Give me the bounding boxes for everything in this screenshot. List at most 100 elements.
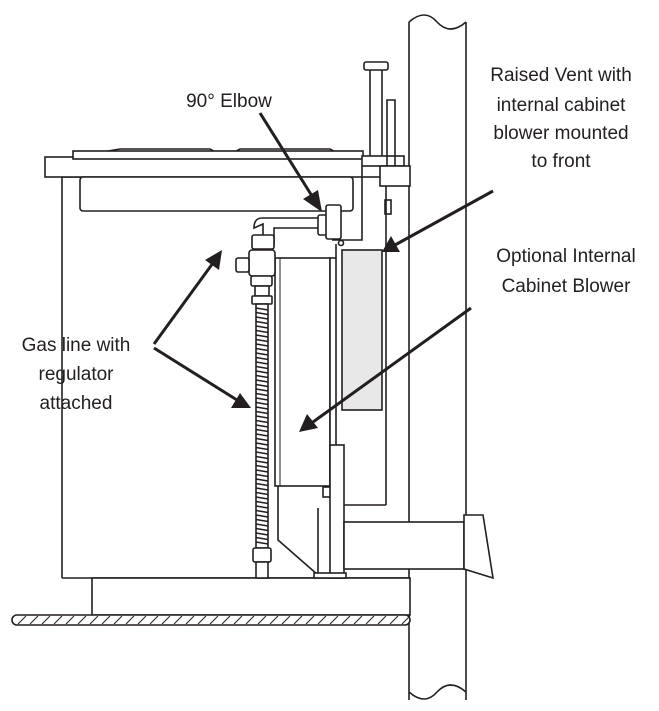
hatch-line: [137, 615, 147, 625]
raised-vent: [361, 61, 411, 215]
wall-post: [408, 14, 467, 700]
hatch-line: [281, 615, 291, 625]
hatch-line: [185, 615, 195, 625]
hatch-line: [77, 615, 87, 625]
hose-rib: [255, 428, 269, 433]
hose-rib: [255, 352, 269, 356]
hatch-line: [221, 615, 231, 625]
hose-rib: [255, 307, 269, 311]
hose-rib: [255, 541, 269, 545]
hatch-line: [317, 615, 327, 625]
hatch-line: [305, 615, 315, 625]
hose-rib: [255, 392, 269, 397]
hose-rib: [255, 361, 269, 365]
hose-rib: [255, 356, 269, 361]
hose-rib: [255, 455, 269, 460]
hose-rib: [255, 518, 269, 523]
hose-rib: [255, 433, 269, 437]
label-internal-blower: Optional Internal Cabinet Blower: [496, 246, 635, 297]
raised-vent-line-3: blower mounted: [493, 123, 628, 144]
hose-rib: [255, 523, 269, 527]
hose-rib: [255, 370, 269, 374]
hose-rib: [255, 487, 269, 491]
hose-rib: [255, 383, 269, 388]
hatch-line: [233, 615, 243, 625]
hose-rib: [255, 397, 269, 401]
hose-rib: [255, 388, 269, 392]
hose-rib: [255, 491, 269, 496]
hatch-line: [377, 615, 387, 625]
elbow-label: 90° Elbow: [186, 91, 272, 112]
hatch-line: [125, 615, 135, 625]
arrow-raised-vent: [394, 189, 494, 247]
arrow-gas-line-upper: [152, 262, 215, 345]
hatch-line: [29, 615, 39, 625]
hose-rib: [255, 446, 269, 451]
gas-line-line-1: Gas line with: [22, 335, 131, 356]
hose-rib: [255, 532, 269, 536]
hose-rib: [255, 325, 269, 329]
hatch-line: [209, 615, 219, 625]
hatch-line: [341, 615, 351, 625]
hose-rib: [255, 464, 269, 469]
callout-arrows: [152, 112, 494, 432]
hose-rib: [255, 343, 269, 347]
flex-hose: [255, 303, 269, 549]
arrow-internal-blower: [312, 306, 472, 424]
hatch-line: [329, 615, 339, 625]
hose-rib: [255, 401, 269, 406]
label-elbow: 90° Elbow: [186, 91, 272, 112]
hatch-line: [197, 615, 207, 625]
hatch-line: [353, 615, 363, 625]
hose-rib: [255, 415, 269, 419]
floor: [11, 614, 411, 626]
raised-vent-line-1: Raised Vent with: [490, 65, 632, 86]
hose-rib: [255, 482, 269, 487]
vent-box: [332, 166, 387, 506]
hatch-line: [161, 615, 171, 625]
hose-rib: [255, 451, 269, 455]
hose-rib: [255, 496, 269, 500]
hose-rib: [255, 374, 269, 379]
hose-rib: [255, 338, 269, 343]
arrow-gas-line-lower: [153, 346, 238, 402]
hatch-line: [269, 615, 279, 625]
hose-rib: [255, 334, 269, 338]
hose-rib: [255, 442, 269, 446]
hatch-line: [65, 615, 75, 625]
hose-rib: [255, 505, 269, 509]
arrow-elbow: [258, 112, 314, 197]
hatch-line: [365, 615, 375, 625]
hose-rib: [255, 329, 269, 334]
hose-rib: [255, 320, 269, 325]
hose-rib: [255, 473, 269, 478]
hatch-line: [101, 615, 111, 625]
hatch-line: [17, 615, 27, 625]
hose-rib: [255, 311, 269, 316]
hatch-line: [41, 615, 51, 625]
hose-rib: [255, 379, 269, 383]
hose-rib: [255, 437, 269, 442]
hose-rib: [255, 500, 269, 505]
raised-vent-line-2: internal cabinet: [497, 95, 627, 116]
hose-rib: [255, 419, 269, 424]
floor-hatch: [17, 615, 411, 625]
hatch-line: [113, 615, 123, 625]
hose-rib: [255, 514, 269, 518]
cabinet: [61, 176, 411, 616]
grill-top: [44, 148, 384, 212]
hose-rib: [255, 347, 269, 352]
gas-line-line-3: attached: [40, 393, 113, 414]
hatch-line: [173, 615, 183, 625]
hatch-line: [53, 615, 63, 625]
hatch-line: [257, 615, 267, 625]
hose-rib: [255, 424, 269, 428]
hose-rib: [255, 410, 269, 415]
hose-rib: [255, 365, 269, 370]
hose-rib: [255, 509, 269, 514]
hose-rib: [255, 536, 269, 541]
hatch-line: [89, 615, 99, 625]
hose-rib: [255, 460, 269, 464]
